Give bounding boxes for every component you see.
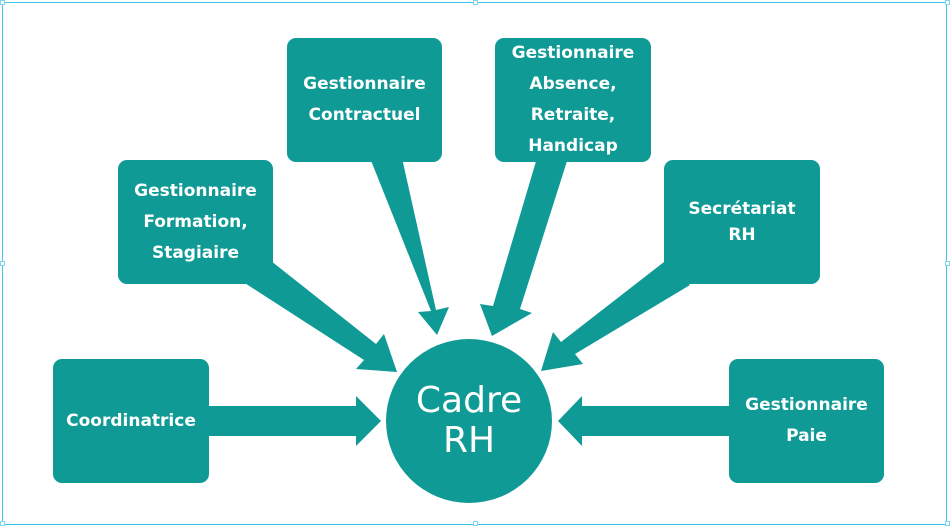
- center-node-cadre-rh[interactable]: Cadre RH: [386, 339, 552, 503]
- arrow-formation: [240, 257, 397, 372]
- node-label-line: Retraite,: [530, 105, 616, 125]
- arrow-coordinatrice: [208, 396, 381, 446]
- node-label-line: Stagiaire: [151, 242, 240, 263]
- node-label-line: Coordinatrice: [66, 410, 196, 431]
- node-label-line: Gestionnaire: [303, 74, 426, 94]
- node-label-line: Paie: [786, 426, 827, 446]
- node-label-line: Gestionnaire: [511, 43, 635, 63]
- node-label-line: Formation,: [143, 211, 248, 232]
- node-label-line: RH: [728, 225, 756, 245]
- node-label-line: Gestionnaire: [134, 180, 257, 201]
- arrow-contractuel: [370, 158, 449, 335]
- node-coordinatrice[interactable]: Coordinatrice: [53, 359, 209, 483]
- node-label-line: Secrétariat: [688, 199, 796, 219]
- resize-handle[interactable]: [0, 0, 5, 5]
- center-label-line: RH: [442, 420, 496, 461]
- node-label-line: Handicap: [528, 136, 618, 156]
- resize-handle[interactable]: [473, 0, 478, 5]
- resize-handle[interactable]: [945, 521, 950, 526]
- arrow-paie: [558, 396, 730, 446]
- node-label-line: Absence,: [529, 74, 617, 94]
- resize-handle[interactable]: [473, 521, 478, 526]
- arrow-secretariat: [541, 262, 690, 371]
- center-label-line: Cadre: [415, 380, 523, 421]
- arrow-absence: [480, 158, 568, 336]
- node-label-line: Contractuel: [308, 105, 421, 125]
- node-label-line: Gestionnaire: [745, 395, 868, 415]
- resize-handle[interactable]: [945, 0, 950, 5]
- resize-handle[interactable]: [0, 261, 5, 266]
- resize-handle[interactable]: [0, 521, 5, 526]
- resize-handle[interactable]: [945, 261, 950, 266]
